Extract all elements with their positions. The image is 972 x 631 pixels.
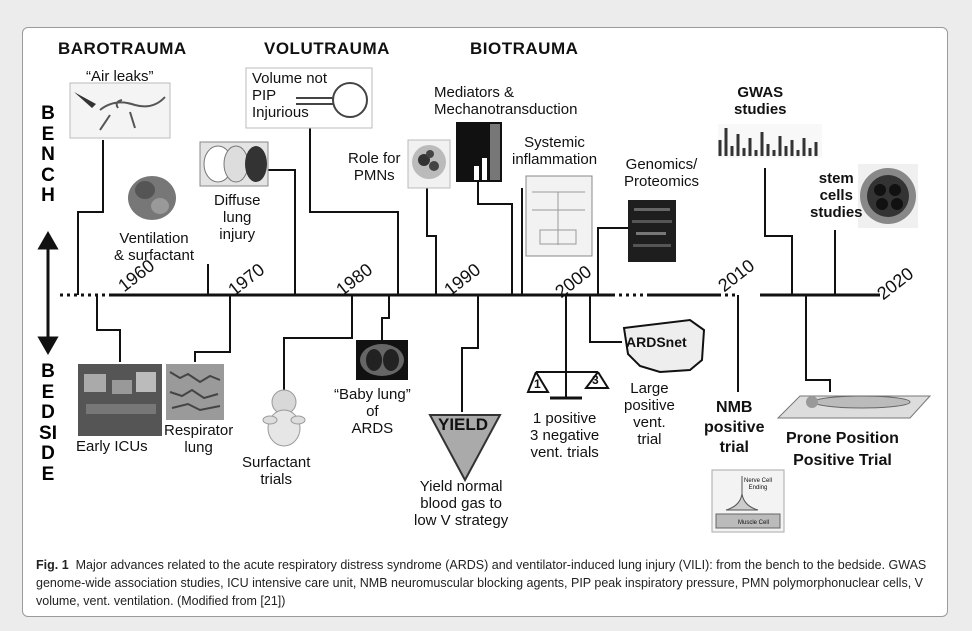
pmn-cell-image [407, 139, 451, 189]
caption-label: Fig. 1 [36, 558, 69, 572]
label-early-icus: Early ICUs [76, 438, 148, 455]
scale-label-right: 3 [592, 373, 599, 387]
respirator-lung-image [166, 364, 224, 420]
bench-bedside-arrow [37, 230, 59, 356]
muscle-cell-label: Muscle Cell [738, 520, 770, 526]
connector-genomics [597, 227, 628, 295]
label-large-positive: Large positive vent. trial [624, 380, 675, 448]
connector-gwas [764, 168, 793, 295]
label-diffuse-lung-injury: Diffuse lung injury [214, 192, 261, 243]
label-yield-text: Yield normal blood gas to low V strategy [414, 478, 509, 529]
header-volutrauma: VOLUTRAUMA [264, 39, 390, 58]
connector-surfactant-trials [283, 295, 353, 392]
connector-baby-lung [381, 295, 390, 342]
label-systemic-inflammation: Systemic inflammation [512, 134, 598, 168]
connector-prone [805, 295, 831, 392]
label-volume-not-pip: Volume not PIP Injurious [252, 70, 328, 121]
connector-respirator [194, 295, 231, 362]
prone-position-image [776, 395, 932, 419]
label-air-leaks: “Air leaks” [86, 68, 154, 85]
stem-cells-image [858, 164, 918, 228]
ct-scan-image [356, 340, 408, 380]
diffuse-lung-image [199, 141, 269, 187]
ardsnet-label: ARDSnet [626, 334, 687, 350]
nerve-muscle-image [711, 469, 785, 533]
caption-text: Major advances related to the acute resp… [36, 558, 927, 608]
label-mediators: Mediators & Mechanotransduction [434, 84, 578, 118]
early-icus-image [78, 364, 162, 436]
air-leaks-image [69, 82, 171, 139]
label-role-pmns: Role for PMNs [348, 150, 401, 184]
gwas-manhattan-image [718, 124, 822, 158]
balloon-pip-image [245, 67, 373, 129]
label-one-positive: 1 positive 3 negative vent. trials [530, 410, 600, 461]
label-baby-lung: “Baby lung” of ARDS [334, 386, 411, 437]
header-barotrauma: BAROTRAUMA [58, 39, 187, 58]
label-surfactant-trials: Surfactant trials [242, 454, 311, 488]
surfactant-molecule-image [128, 176, 176, 220]
scale-label-left: 1 [534, 377, 541, 391]
figure-caption: Fig. 1 Major advances related to the acu… [36, 556, 936, 610]
connector-diffuse [268, 169, 296, 295]
connector-lines [77, 128, 836, 412]
connector-ardsnet [589, 295, 622, 343]
label-genomics: Genomics/ Proteomics [624, 156, 700, 190]
connector-mediators [477, 182, 513, 295]
connector-yield [461, 295, 479, 412]
label-prone: Prone Position Positive Trial [786, 430, 899, 469]
ardsnet-map-image [622, 318, 706, 374]
label-nmb: NMB positive trial [704, 399, 765, 456]
mediators-bar-image [456, 122, 502, 182]
connector-volume [309, 128, 399, 295]
systemic-inflammation-image [525, 175, 593, 257]
connector-pmns [426, 188, 437, 295]
label-stem-cells: stem cells studies [810, 170, 863, 221]
label-ventilation-surfactant: Ventilation & surfactant [114, 230, 195, 264]
yield-sign-image [428, 414, 502, 483]
baby-image [262, 389, 306, 447]
scale-image [526, 360, 610, 400]
label-bedside: BEDSIDE [39, 361, 57, 485]
nerve-cell-label: Nerve Cell Ending [744, 478, 773, 491]
header-biotrauma: BIOTRAUMA [470, 39, 579, 58]
label-bench: BENCH [41, 103, 55, 206]
genomics-microarray-image [628, 200, 676, 262]
connector-air-leaks [77, 140, 104, 295]
label-respirator-lung: Respirator lung [164, 422, 234, 456]
connector-early-icus [96, 295, 121, 362]
label-gwas: GWAS studies [734, 84, 787, 118]
yield-sign-label: YIELD [438, 415, 489, 434]
